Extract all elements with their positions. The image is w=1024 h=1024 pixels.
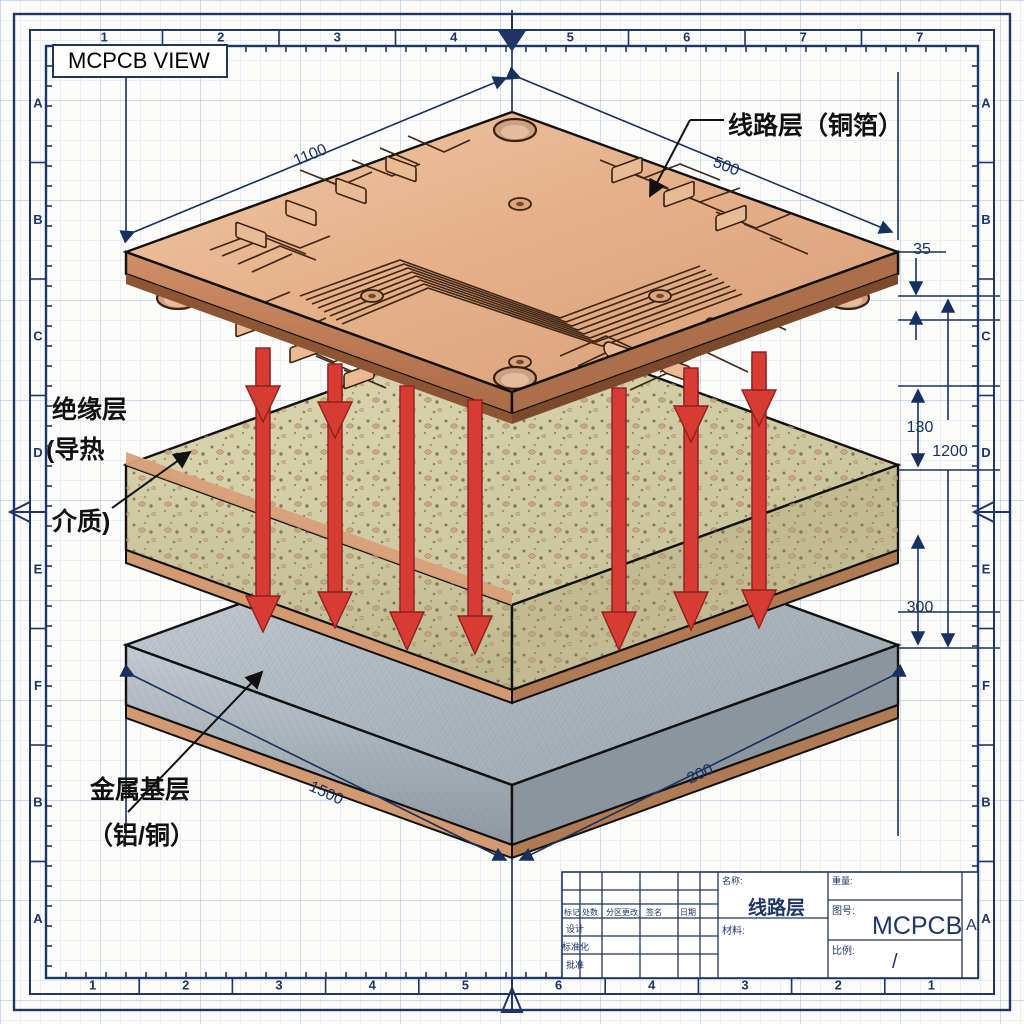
ruler-top-5-4: 5 [567, 29, 574, 44]
annotation-metal-line1: 金属基层 [89, 775, 190, 804]
tb-small-row-0: 设计 [566, 923, 584, 934]
tb-material-label: 材料: [722, 924, 745, 937]
annotation-dielectric-line3: 介质) [51, 508, 110, 536]
dielectric-layer-solid [122, 323, 902, 705]
tb-part-name-label: 名称: [722, 875, 743, 886]
dim-copper-thk: 35 [913, 241, 931, 258]
ruler-top-7-6: 7 [800, 29, 807, 44]
ruler-bottom-4-3: 4 [369, 977, 377, 992]
tb-small-col-1: 处数 [582, 907, 598, 917]
ruler-right-D: D [981, 445, 990, 460]
tb-rev-cell: A [966, 917, 977, 934]
ruler-bottom-6-5: 6 [555, 977, 562, 992]
ruler-top-6-5: 6 [683, 29, 690, 44]
ruler-left-C: C [33, 329, 43, 344]
ruler-left-A: A [33, 911, 43, 926]
layer-annotations: 线路层（铜箔） 绝缘层 (导热 介质) 金属基层 （铝/铜） [46, 111, 903, 850]
ruler-bottom-2-1: 2 [182, 977, 189, 992]
ruler-bottom-4-6: 4 [648, 977, 656, 992]
ruler-bottom-1-0: 1 [89, 977, 96, 992]
ruler-right-B: B [981, 212, 990, 227]
ruler-right-B: B [981, 795, 990, 810]
ruler-right-F: F [982, 678, 990, 693]
dim-metal-thk: 300 [907, 599, 934, 616]
ruler-top-4-3: 4 [450, 29, 458, 44]
view-title-box: MCPCB VIEW [52, 44, 228, 78]
tb-small-row-1: 标准化 [562, 941, 589, 952]
ruler-top-7-7: 7 [916, 29, 923, 44]
ruler-bottom-5-4: 5 [462, 977, 469, 992]
ruler-bottom-3-2: 3 [275, 977, 282, 992]
annotation-dielectric-line2: (导热 [46, 436, 104, 464]
tb-code-label: 图号: [832, 905, 855, 917]
ruler-top-1-0: 1 [101, 29, 108, 44]
tb-scale-label: 比例: [832, 944, 855, 957]
ruler-right-C: C [981, 329, 991, 344]
ruler-left-A: A [33, 96, 43, 111]
annotation-copper-layer: 线路层（铜箔） [728, 111, 903, 140]
dimension-lines [119, 10, 1000, 1000]
tb-weight-label: 重量: [832, 875, 853, 886]
view-title-label: MCPCB VIEW [68, 48, 210, 73]
tb-code-value: MCPCB [872, 912, 962, 940]
tb-small-row-2: 批准 [566, 959, 584, 970]
ruler-bottom-1-9: 1 [928, 977, 935, 992]
title-block-texts: 名称: 线路层 材料: 重量: 图号: MCPCB 比例: / A 标记 处数 … [562, 875, 977, 973]
ruler-right-E: E [982, 562, 991, 577]
ruler-left-D: D [33, 445, 42, 460]
ruler-left-F: F [34, 678, 42, 693]
dim-dielectric-thk: 130 [907, 419, 934, 436]
ruler-bottom-3-7: 3 [741, 977, 748, 992]
leader-metal [127, 670, 264, 813]
tb-small-col-3: 签名 [646, 907, 662, 917]
tb-scale-value: / [892, 951, 898, 973]
ruler-left-B: B [33, 795, 42, 810]
tb-small-col-2: 分区更改 [606, 907, 638, 917]
annotation-dielectric-line1: 绝缘层 [52, 395, 127, 424]
tb-small-col-0: 标记 [564, 907, 580, 917]
leader-dielectric [111, 450, 192, 509]
tb-part-name-value: 线路层 [748, 896, 805, 919]
heat-flow-arrows [244, 347, 778, 656]
ruler-left-E: E [34, 562, 43, 577]
leader-copper [649, 119, 691, 198]
ruler-left-B: B [33, 212, 42, 227]
ruler-bottom-2-8: 2 [835, 977, 842, 992]
ruler-right-A: A [981, 911, 991, 926]
ruler-top-2-1: 2 [217, 29, 224, 44]
dim-overall: 1200 [932, 443, 968, 460]
ruler-top-3-2: 3 [334, 29, 341, 44]
ruler-right-A: A [981, 96, 991, 111]
tb-small-col-4: 日期 [680, 908, 696, 917]
leader-lines [111, 119, 724, 813]
annotation-metal-line2: （铝/铜） [88, 821, 195, 850]
